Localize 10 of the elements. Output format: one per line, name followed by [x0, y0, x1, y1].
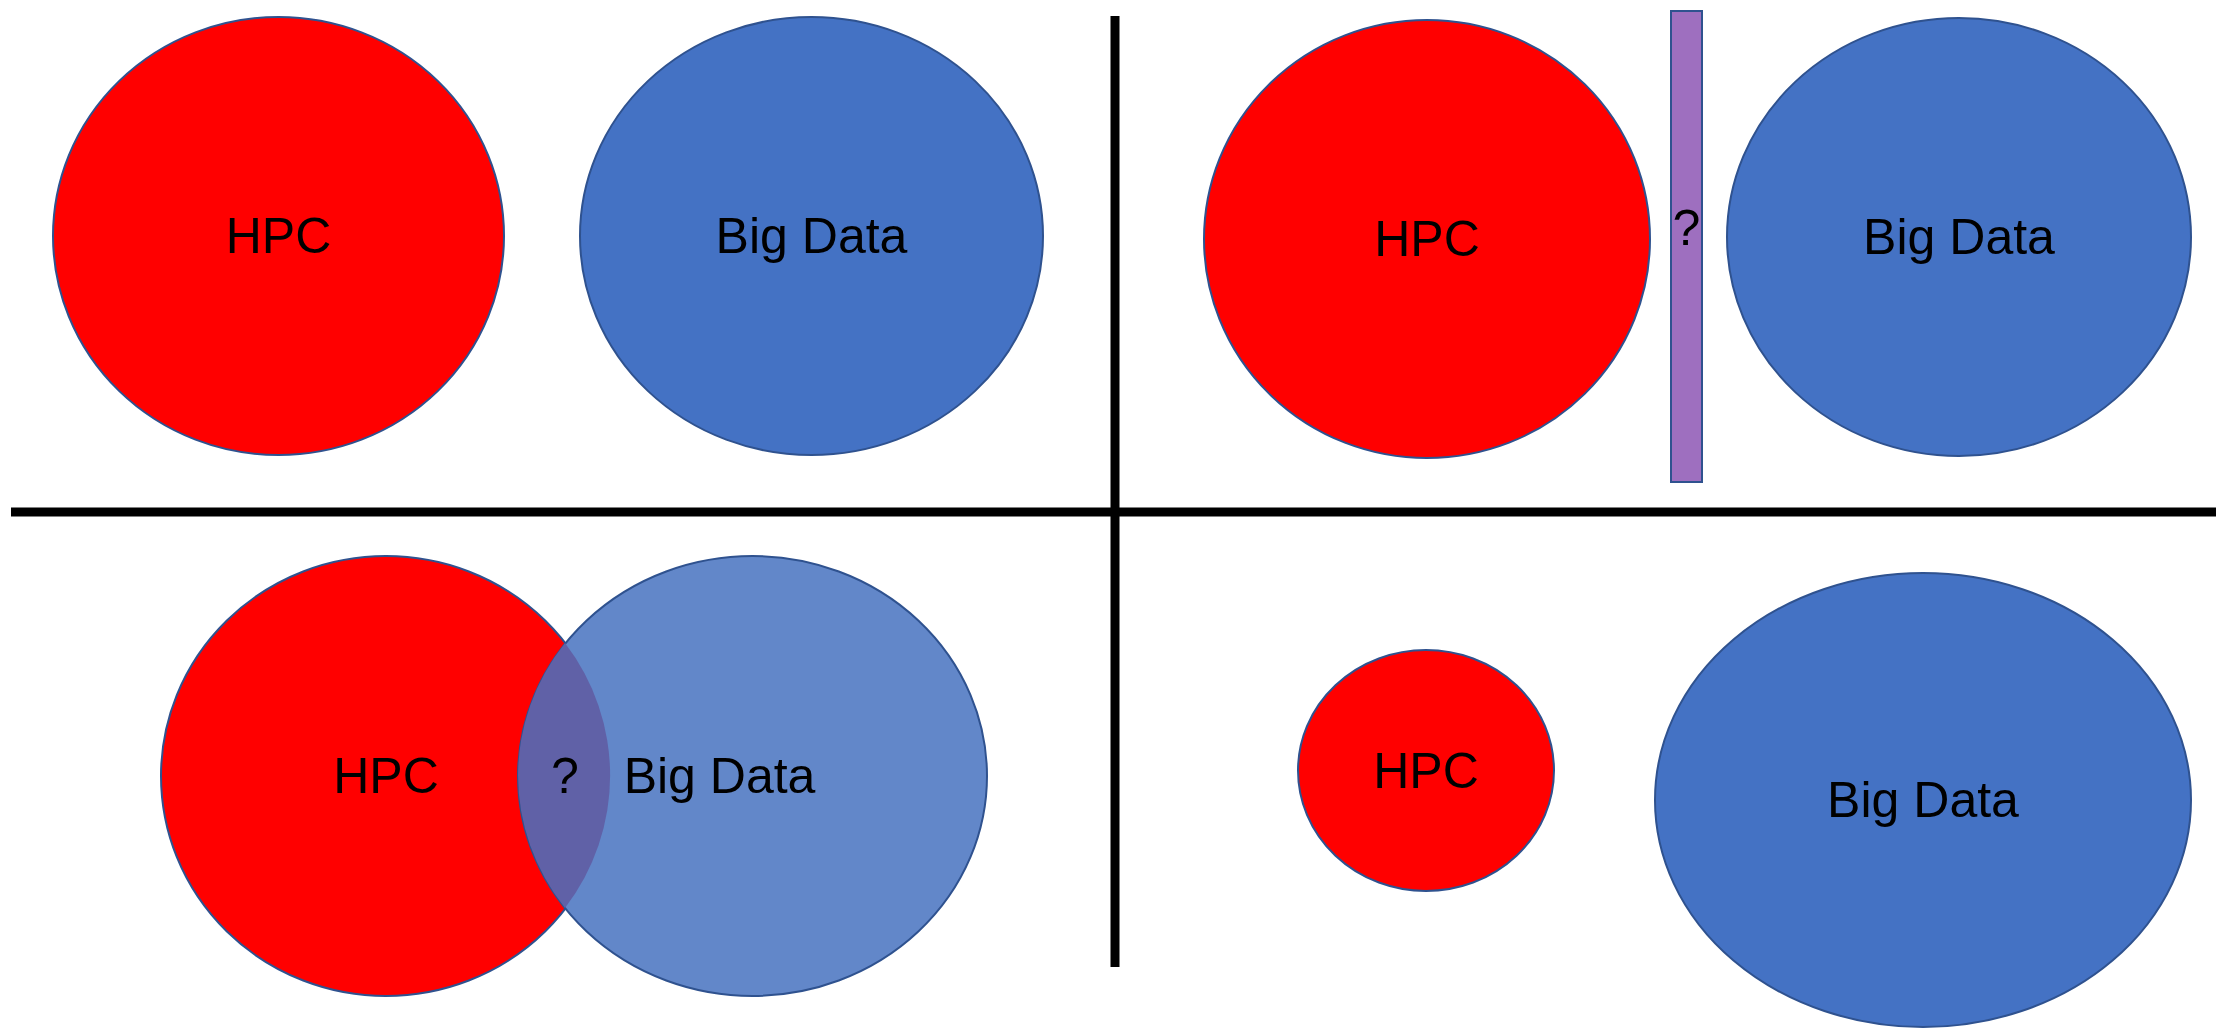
ellipse-label: HPC: [333, 751, 439, 801]
ellipse-label: Big Data: [1827, 775, 2019, 825]
ellipse-label: Big Data: [715, 211, 908, 261]
ellipse-label: ?: [551, 750, 579, 801]
ellipse-label: ?: [1672, 202, 1701, 253]
ellipse-label: Big Data: [623, 751, 816, 801]
ellipse-label: HPC: [225, 211, 332, 261]
ellipse-label: Big Data: [1863, 212, 2055, 262]
ellipse-label: HPC: [1374, 214, 1480, 264]
ellipse-label: HPC: [1373, 745, 1479, 796]
